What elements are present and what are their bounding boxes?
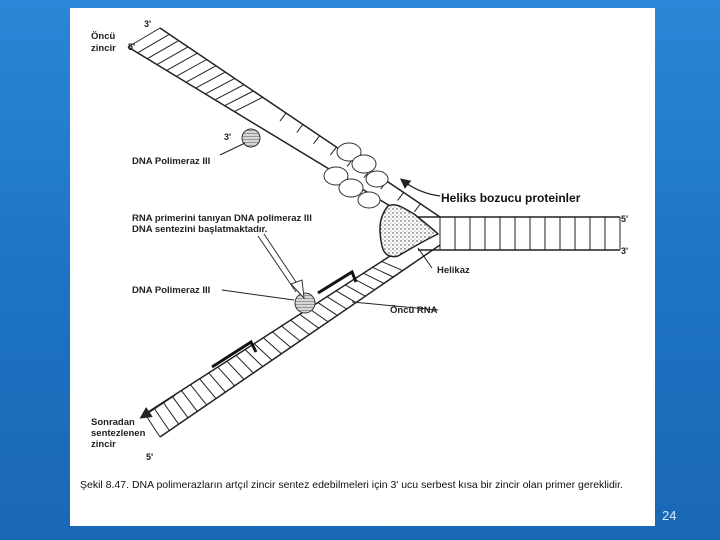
pol-bottom-pointer <box>221 289 295 301</box>
upper-3prime-label: 3' <box>144 19 151 29</box>
dna-polymerase-bottom <box>294 292 316 314</box>
pol-top-3prime-label: 3' <box>224 132 231 142</box>
ssb-protein <box>338 178 364 198</box>
lower-5prime-label: 5' <box>146 452 153 462</box>
single-strand-tick <box>313 135 321 145</box>
base-pair-rung <box>156 46 189 66</box>
lagging-strand-label-1: Sonradan <box>91 417 135 428</box>
base-pair-rung <box>217 366 236 387</box>
base-pair-rung <box>253 343 273 361</box>
pol-top-pointer <box>219 142 246 156</box>
base-pair-rung <box>281 325 301 342</box>
lagging-strand-label-3: zincir <box>91 439 116 450</box>
base-pair-rung <box>162 401 180 425</box>
base-pair-rung <box>166 52 198 71</box>
base-pair-rung <box>344 284 366 297</box>
base-pair-rung <box>381 261 403 272</box>
single-strand-tick <box>413 203 421 213</box>
lower-arm <box>144 237 441 438</box>
lagging-strand-label-2: sentezlenen <box>91 428 146 439</box>
ssb-arrow <box>399 178 441 197</box>
figure-panel <box>70 8 655 526</box>
pol-bottom-label: DNA Polimeraz III <box>132 285 210 296</box>
ssb-protein <box>323 166 349 186</box>
base-pair-rung <box>290 319 310 335</box>
helicase-label: Helikaz <box>437 265 470 276</box>
dna-polymerase-top <box>241 128 261 148</box>
slide-number: 24 <box>662 508 677 523</box>
upper-outer-strand <box>159 27 441 218</box>
primer-pointer <box>351 301 439 311</box>
base-pair-rung <box>224 90 254 107</box>
base-pair-rung <box>372 266 394 278</box>
note-arrow <box>257 233 301 293</box>
base-pair-rung <box>262 337 282 355</box>
base-pair-rung <box>144 413 161 438</box>
figure-caption: Şekil 8.47. DNA polimerazların artçıl zi… <box>80 479 623 491</box>
ssb-protein <box>336 142 362 162</box>
base-pair-rung <box>226 360 245 380</box>
base-pair-rung <box>185 65 217 83</box>
base-pair-rung <box>147 40 179 60</box>
base-pair-rung <box>195 71 226 89</box>
base-pair-rung <box>127 27 161 48</box>
base-pair-rung <box>363 272 385 284</box>
base-pair-rung <box>190 384 208 406</box>
base-pair-rung <box>234 96 263 112</box>
upper-arm <box>127 27 441 224</box>
leading-strand-label-1: Öncü <box>91 31 115 42</box>
base-pair-rung <box>181 390 198 412</box>
lagging-direction-arrow <box>139 394 176 419</box>
base-pair-rung <box>208 372 226 393</box>
base-pair-rung <box>214 84 245 101</box>
helicase-shape <box>379 203 440 258</box>
ssb-protein <box>365 170 389 188</box>
duplex-base-pairs <box>439 217 621 250</box>
helix-destabilizing-proteins <box>323 142 389 209</box>
single-strand-tick <box>397 192 405 201</box>
note-arrowhead <box>290 279 305 300</box>
rna-primer-note-2: DNA sentezini başlatmaktadır. <box>132 224 267 235</box>
base-pair-rung <box>354 278 375 291</box>
ssb-protein <box>351 154 377 174</box>
base-pair-rung <box>205 77 235 95</box>
pol-top-label: DNA Polimeraz III <box>132 156 210 167</box>
base-pair-rung <box>153 407 170 431</box>
okazaki-fragment <box>211 339 258 369</box>
rna-primer-note-1: RNA primerini tanıyan DNA polimeraz III <box>132 213 312 224</box>
duplex-3prime-label: 3' <box>621 246 628 256</box>
parental-duplex <box>418 216 621 251</box>
base-pair-rung <box>335 290 357 304</box>
base-pair-rung <box>199 378 217 399</box>
upper-base-pairs <box>127 27 421 213</box>
single-strand-tick <box>329 146 337 156</box>
primer-rna-label: Öncü RNA <box>390 305 438 316</box>
duplex-5prime-label: 5' <box>621 214 628 224</box>
base-pair-rung <box>176 59 207 77</box>
helicase-pointer <box>417 247 433 269</box>
base-pair-rung <box>272 331 291 348</box>
base-pair-rung <box>244 349 264 367</box>
leading-strand-label-2: zincir <box>91 43 116 54</box>
base-pair-rung <box>299 313 319 329</box>
base-pair-rung <box>317 302 338 316</box>
base-pair-rung <box>171 396 189 419</box>
base-pair-rung <box>235 354 254 374</box>
base-pair-rung <box>137 33 170 54</box>
single-strand-tick <box>296 124 304 133</box>
helix-proteins-label: Heliks bozucu proteinler <box>441 191 581 205</box>
upper-5prime-label: 5' <box>128 42 135 52</box>
okazaki-primer <box>317 269 358 295</box>
base-pair-rung <box>326 296 347 310</box>
single-strand-tick <box>279 112 287 122</box>
ssb-protein <box>357 191 381 209</box>
